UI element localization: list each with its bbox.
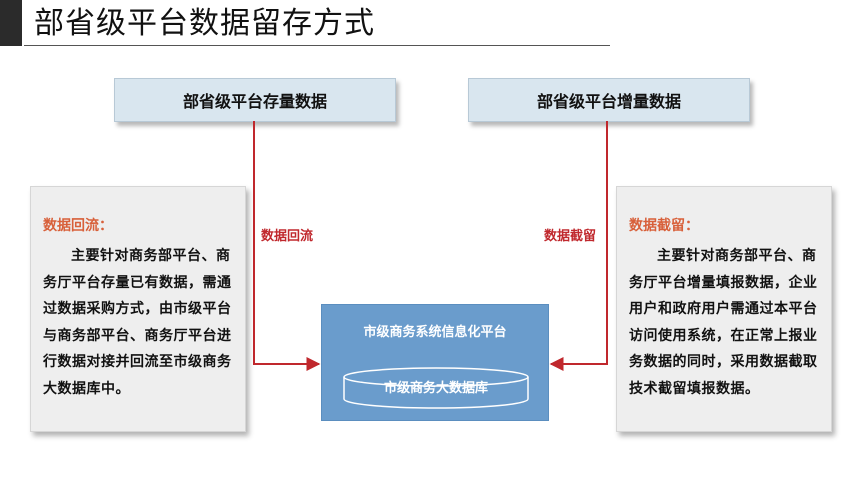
backflow-panel: 数据回流： 主要针对商务部平台、商务厅平台存量已有数据，需通过数据采购方式，由市… xyxy=(30,186,246,432)
backflow-description: 主要针对商务部平台、商务厅平台存量已有数据，需通过数据采购方式，由市级平台与商务… xyxy=(43,248,232,397)
city-platform-title: 市级商务系统信息化平台 xyxy=(363,325,507,340)
city-platform-box: 市级商务系统信息化平台 市级商务大数据库 xyxy=(321,304,549,421)
title-accent-bar xyxy=(0,0,22,46)
interception-description: 主要针对商务部平台、商务厅平台增量填报数据，企业用户和政府用户需通过本平台访问使… xyxy=(629,248,818,397)
title-underline xyxy=(24,45,610,46)
city-database-label: 市级商务大数据库 xyxy=(383,381,488,396)
interception-heading: 数据截留： xyxy=(629,218,699,234)
database-cylinder-icon xyxy=(343,367,529,409)
interception-label: 数据截留 xyxy=(544,229,597,244)
interception-panel: 数据截留： 主要针对商务部平台、商务厅平台增量填报数据，企业用户和政府用户需通过… xyxy=(616,186,832,432)
backflow-heading: 数据回流： xyxy=(43,218,113,234)
incremental-data-box: 部省级平台增量数据 xyxy=(468,78,750,122)
stock-data-box: 部省级平台存量数据 xyxy=(114,78,396,122)
backflow-label: 数据回流 xyxy=(261,229,314,244)
stock-data-label: 部省级平台存量数据 xyxy=(182,92,327,111)
incremental-data-label: 部省级平台增量数据 xyxy=(536,92,681,111)
page-title: 部省级平台数据留存方式 xyxy=(34,6,375,41)
